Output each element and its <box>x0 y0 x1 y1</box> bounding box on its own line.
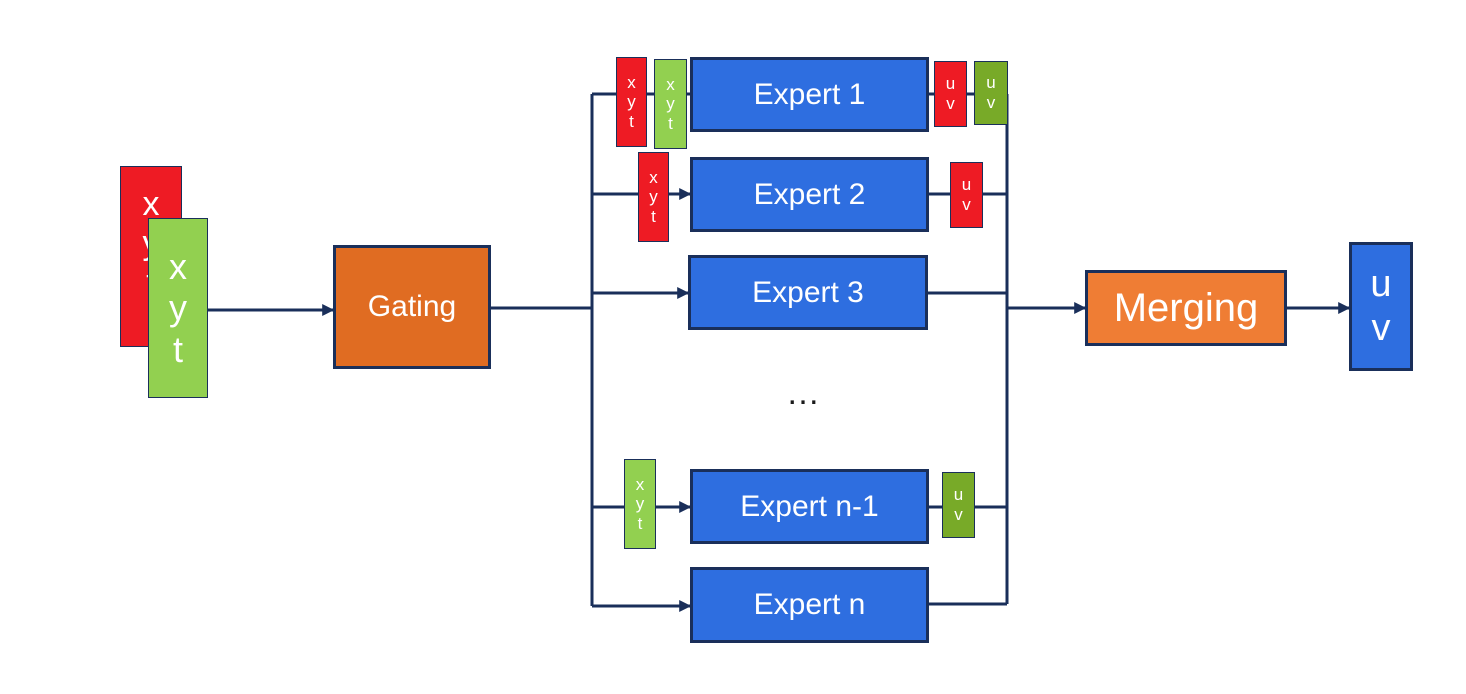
expert-label: Expert 1 <box>753 77 866 111</box>
token-var: v <box>986 93 996 112</box>
input-var: x <box>169 245 187 287</box>
ellipsis: … <box>786 374 824 412</box>
token-var: v <box>962 195 971 214</box>
token-var: u <box>986 73 996 93</box>
input-token-green: x y t <box>148 218 208 398</box>
output-var: u <box>1370 262 1392 305</box>
token-var: x <box>649 167 658 187</box>
gating-label: Gating <box>367 290 457 323</box>
token-var: x <box>635 474 645 494</box>
gating-node: Gating <box>333 245 491 369</box>
output-var: v <box>1371 306 1391 349</box>
merging-label: Merging <box>1113 285 1259 330</box>
token-var: t <box>629 111 634 131</box>
input-var: x <box>142 185 160 223</box>
token-var: x <box>666 74 675 94</box>
token-var: x <box>627 72 636 92</box>
token-var: t <box>651 206 656 226</box>
token-var: t <box>668 113 673 133</box>
token-var: u <box>953 485 964 505</box>
expert-3-node: Expert 3 <box>688 255 928 330</box>
expert-label: Expert 3 <box>752 275 864 309</box>
token-var: t <box>637 513 643 533</box>
expert-label: Expert n <box>753 588 866 621</box>
token-var: v <box>946 94 955 113</box>
token-var: y <box>649 187 658 207</box>
merging-node: Merging <box>1085 270 1287 346</box>
token-var: y <box>666 94 675 114</box>
expert-2-node: Expert 2 <box>690 157 929 232</box>
expert-n-node: Expert n <box>690 567 929 643</box>
token-var: u <box>945 74 956 94</box>
input-var: t <box>172 328 183 370</box>
expert-1-node: Expert 1 <box>690 57 929 132</box>
output-token: u v <box>1349 242 1413 371</box>
expert-n-1-node: Expert n-1 <box>690 469 929 544</box>
token-var: u <box>961 175 972 195</box>
input-var: y <box>169 287 187 329</box>
token-var: y <box>627 92 636 112</box>
expert-label: Expert 2 <box>753 177 866 211</box>
expert-label: Expert n-1 <box>740 489 879 523</box>
token-var: v <box>954 505 963 524</box>
token-var: y <box>635 494 645 514</box>
